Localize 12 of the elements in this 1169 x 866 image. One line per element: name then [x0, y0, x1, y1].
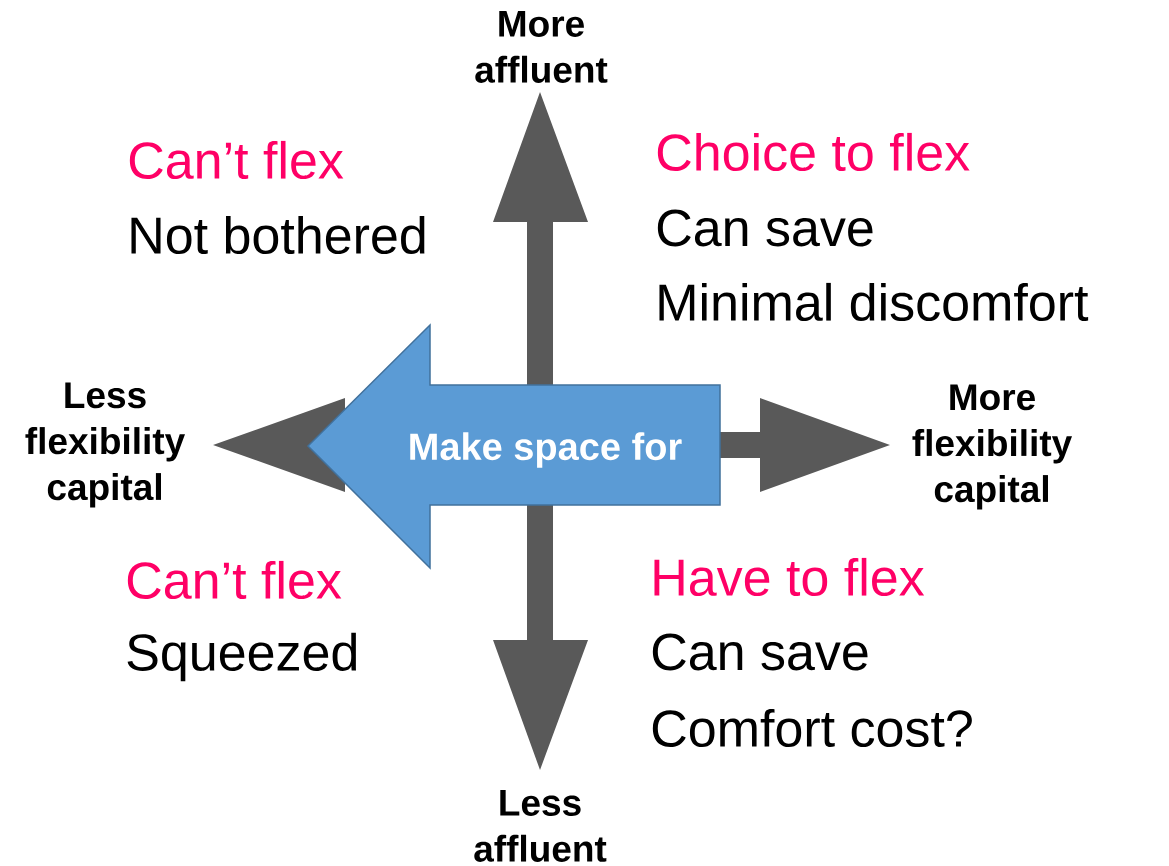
axis-label: Less affluent: [474, 790, 607, 862]
quadrant-heading: Choice to flex: [657, 132, 970, 172]
quadrant-text: Can save: [657, 209, 873, 247]
axis-label: Less flexibility capital: [25, 382, 185, 508]
quadrant-text: Squeezed: [127, 632, 356, 682]
quadrant-text: Minimal discomfort: [659, 282, 1089, 322]
axis-label: More flexibility capital: [912, 384, 1072, 510]
quadrant-text: Can save: [652, 633, 868, 671]
quadrant-text: Not bothered: [131, 215, 425, 255]
axis-label: More affluent: [475, 11, 608, 83]
quadrant-text: Comfort cost?: [652, 708, 972, 748]
quadrant-heading: Can’t flex: [129, 140, 344, 180]
